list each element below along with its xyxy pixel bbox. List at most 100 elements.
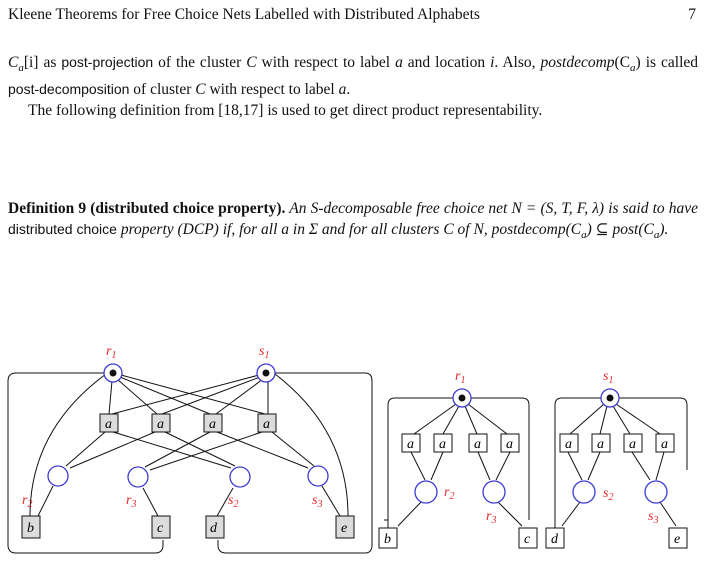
math-index: [i] [23, 54, 39, 71]
transition-a [559, 433, 579, 453]
definition-heading: Definition 9 (distributed choice propert… [8, 200, 286, 217]
transition-a [591, 433, 611, 453]
text: with respect to label [256, 54, 396, 71]
transition-a [500, 433, 520, 453]
place-r2 [414, 480, 438, 504]
transition-a [623, 433, 643, 453]
label-c: c [157, 521, 164, 536]
transition-a [151, 413, 171, 433]
transition-d [205, 515, 225, 539]
math-i: i [490, 54, 495, 71]
text: with respect to label [205, 81, 339, 99]
place-r3 [127, 466, 149, 488]
math-sub: a [630, 62, 636, 75]
text: and location [402, 54, 491, 71]
label-e: e [341, 521, 347, 536]
label-a: a [105, 417, 112, 432]
token-icon [262, 369, 270, 377]
definition-body: ) ⊆ post(C [586, 221, 654, 238]
net-1-labels: r1 s1 a a a a r2 r3 s2 s3 b c d e [22, 344, 347, 536]
label-b: b [384, 532, 391, 547]
label-s1: s1 [259, 344, 269, 361]
text: of cluster [129, 81, 196, 99]
label-r2: r2 [444, 485, 454, 502]
label-s3: s3 [312, 493, 322, 510]
math-sub: a [653, 229, 660, 242]
net-3-nodes [545, 388, 688, 549]
label-r1: r1 [455, 369, 465, 386]
page-number: 7 [688, 6, 696, 23]
body-text: Ca[i] as post-projection of the cluster … [8, 52, 698, 121]
definition-text: Definition 9 (distributed choice propert… [8, 198, 698, 246]
transition-a [401, 433, 421, 453]
label-a: a [474, 437, 481, 452]
label-a: a [209, 417, 216, 432]
label-r3: r3 [126, 493, 136, 510]
net-2 [384, 397, 530, 535]
label-s2: s2 [228, 493, 238, 510]
token-icon [606, 394, 614, 402]
label-a: a [263, 417, 270, 432]
label-d: d [551, 532, 559, 547]
label-a: a [157, 417, 164, 432]
label-a: a [407, 437, 414, 452]
label-a: a [661, 437, 668, 452]
net-1 [7, 372, 373, 554]
label-r3: r3 [486, 509, 496, 526]
text: . Also, [494, 54, 541, 71]
transition-c [518, 527, 538, 549]
place-s2 [572, 480, 596, 504]
transition-a [468, 433, 488, 453]
transition-c [151, 515, 171, 539]
label-a: a [565, 437, 572, 452]
token-icon [109, 369, 117, 377]
term-distributed-choice: distributed choice [8, 221, 117, 237]
label-d: d [210, 521, 218, 536]
math-sub: a [18, 62, 24, 75]
math-a: a [395, 54, 403, 71]
label-b: b [27, 521, 34, 536]
definition-body: An S-decomposable free choice net N = (S… [285, 200, 698, 217]
math-postdecomp: postdecomp [540, 54, 615, 71]
net-3-labels: s1 a a a a s2 s3 d e [551, 369, 680, 547]
math-c: C [8, 54, 19, 71]
math-a: a [338, 81, 347, 99]
definition-body: ). [659, 221, 669, 238]
place-r3 [482, 480, 506, 504]
net-2-labels: r1 a a a a r2 r3 b c [384, 369, 531, 547]
label-a: a [629, 437, 636, 452]
transition-e [668, 527, 688, 549]
transition-a [99, 413, 119, 433]
place-s2 [229, 466, 251, 488]
definition-body: property (DCP) if, for all a in Σ and fo… [116, 221, 582, 238]
transition-a [655, 433, 675, 453]
math-paren: (C [614, 54, 631, 71]
net-2-nodes [378, 388, 538, 549]
transition-b [378, 527, 398, 549]
text: of the cluster [153, 54, 247, 71]
label-s1: s1 [603, 369, 613, 386]
math-c: C [246, 54, 257, 71]
definition-9: Definition 9 (distributed choice propert… [8, 198, 698, 246]
paragraph-2: The following definition from [18,17] is… [28, 102, 543, 120]
label-s3: s3 [648, 509, 658, 526]
label-e: e [674, 532, 680, 547]
text: is called [640, 54, 699, 71]
paragraph-1: Ca[i] as post-projection of the cluster … [8, 52, 698, 100]
term-post-decomposition: post-decomposition [8, 81, 130, 98]
place-s3 [307, 465, 329, 487]
math-paren: ) [635, 54, 641, 71]
label-a: a [597, 437, 604, 452]
token-icon [458, 394, 466, 402]
transition-d [545, 527, 565, 549]
text: . [346, 81, 351, 99]
term-post-projection: post-projection [61, 54, 154, 70]
label-r2: r2 [22, 493, 32, 510]
transition-b [21, 515, 41, 539]
math-sub: a [581, 229, 587, 242]
math-c: C [195, 81, 206, 99]
header-title: Kleene Theorems for Free Choice Nets Lab… [8, 6, 480, 23]
net-1-nodes [21, 363, 355, 539]
transition-a [433, 433, 453, 453]
transition-a [257, 413, 277, 433]
